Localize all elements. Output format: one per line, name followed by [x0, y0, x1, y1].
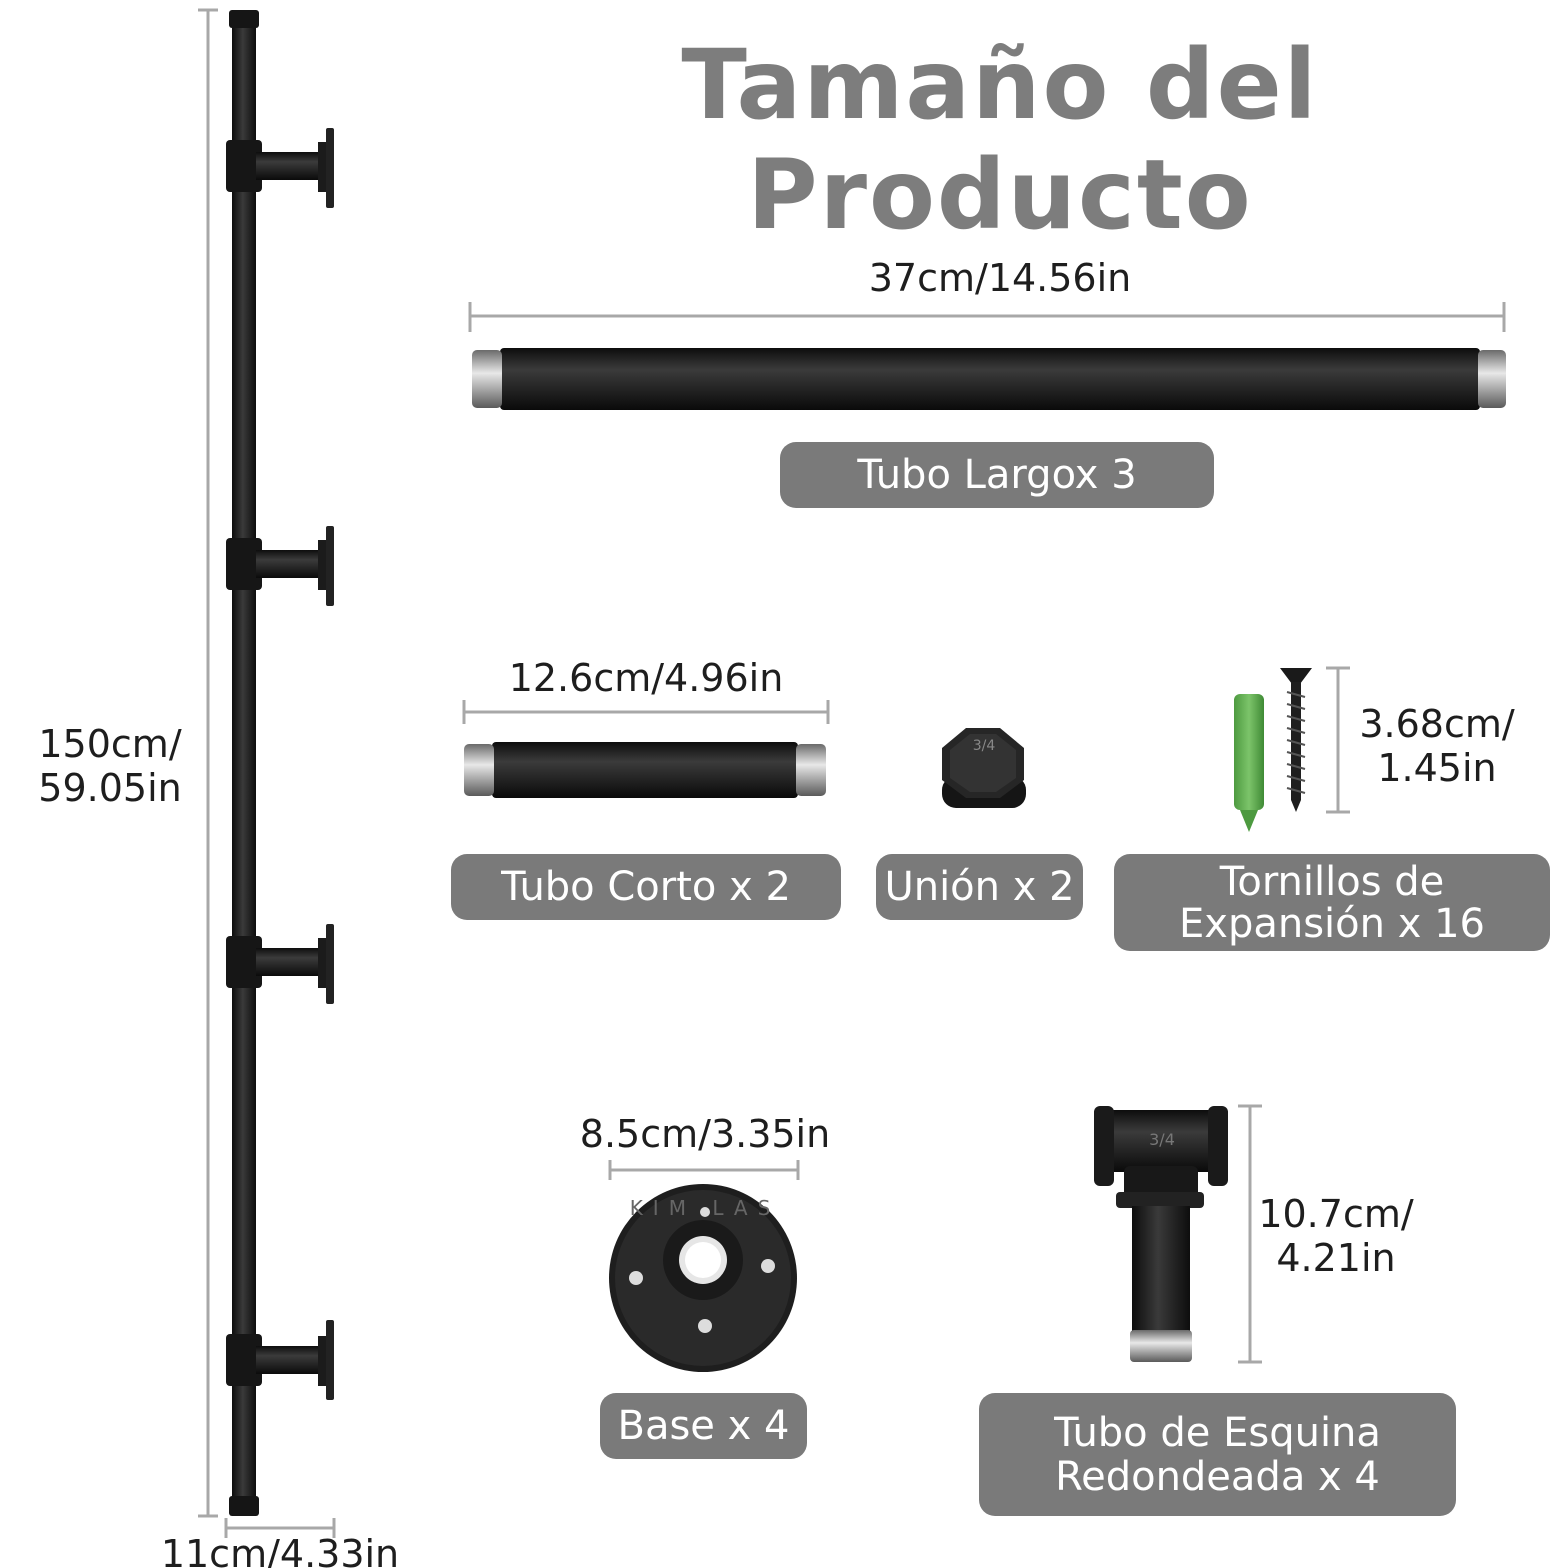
page-title: Tamaño del Producto — [681, 29, 1319, 251]
wall-anchor-image — [1234, 694, 1264, 832]
tee-joint-4 — [226, 1320, 334, 1400]
short-tube-image — [464, 742, 826, 798]
screw-dimension-metric: 3.68cm/ — [1359, 702, 1515, 746]
corner-dimension-imperial: 4.21in — [1276, 1236, 1396, 1280]
corner-dimension-metric: 10.7cm/ — [1258, 1192, 1414, 1236]
long-tube-label: Tubo Largox 3 — [780, 442, 1214, 508]
tee-joint-1 — [226, 128, 334, 208]
union-image — [942, 728, 1026, 808]
union-label: Unión x 2 — [876, 854, 1083, 920]
expansion-screws-label: Tornillos de Expansión x 16 — [1114, 854, 1550, 951]
flange-brand-mark: KIM LAS — [629, 1196, 781, 1220]
screw-dimension-label: 3.68cm/ 1.45in — [1352, 702, 1522, 790]
base-flange-image — [609, 1184, 797, 1372]
depth-dimension-line — [224, 1518, 336, 1538]
height-dimension-line — [198, 8, 218, 1518]
corner-tube-label-line1: Tubo de Esquina — [1054, 1409, 1381, 1456]
depth-dimension-label: 11cm/4.33in — [160, 1532, 400, 1568]
base-label: Base x 4 — [600, 1393, 807, 1459]
short-tube-dimension-line — [462, 700, 830, 724]
base-dimension-line — [608, 1160, 800, 1180]
assembled-wall-pipe — [226, 10, 334, 1516]
long-tube-image — [472, 348, 1506, 410]
expansion-screws-label-line1: Tornillos de — [1219, 858, 1445, 905]
screw-image — [1280, 668, 1312, 812]
screw-dimension-line — [1326, 666, 1350, 814]
long-tube-dimension-line — [468, 302, 1506, 332]
union-fraction-mark: 3/4 — [972, 738, 996, 754]
height-dimension-imperial: 59.05in — [38, 766, 182, 810]
corner-dimension-label: 10.7cm/ 4.21in — [1250, 1192, 1422, 1280]
base-dimension-label: 8.5cm/3.35in — [579, 1112, 831, 1156]
corner-tube-label-line2: Redondeada x 4 — [1055, 1453, 1380, 1500]
screw-dimension-imperial: 1.45in — [1377, 746, 1497, 790]
height-dimension-label: 150cm/ 59.05in — [20, 722, 200, 810]
long-tube-dimension-label: 37cm/14.56in — [868, 256, 1132, 300]
corner-tube-image — [1094, 1106, 1228, 1362]
height-dimension-metric: 150cm/ — [38, 722, 182, 766]
tee-fraction-mark: 3/4 — [1149, 1130, 1175, 1149]
expansion-screws-label-line2: Expansión x 16 — [1179, 900, 1485, 947]
tee-joint-2 — [226, 526, 334, 606]
corner-dimension-line — [1238, 1104, 1262, 1364]
short-tube-label: Tubo Corto x 2 — [451, 854, 841, 920]
short-tube-dimension-label: 12.6cm/4.96in — [508, 656, 784, 700]
tee-joint-3 — [226, 924, 334, 1004]
corner-tube-label: Tubo de Esquina Redondeada x 4 — [979, 1393, 1456, 1516]
